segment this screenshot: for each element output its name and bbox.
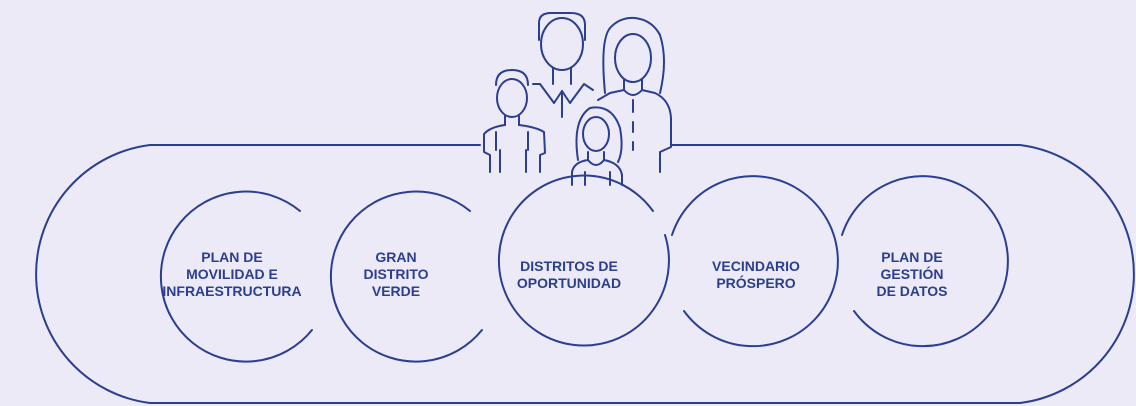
pillar-label-vecindario: VECINDARIO PRÓSPERO [712,258,800,291]
family-icon [483,12,672,186]
pillar-circle-movilidad [159,190,313,363]
outer-capsule [35,144,1135,404]
pillar-label-movilidad: PLAN DE MOVILIDAD E INFRAESTRUCTURA [162,249,302,299]
pillar-circle-datos [841,175,1009,348]
pillar-label-oportunidad: DISTRITOS DE OPORTUNIDAD [516,258,622,291]
pillar-label-verde: GRAN DISTRITO VERDE [363,249,429,299]
pillar-circle-vecindario [671,175,839,348]
pillar-circle-verde [329,190,483,363]
pillar-label-datos: PLAN DE GESTIÓN DE DATOS [876,249,948,299]
